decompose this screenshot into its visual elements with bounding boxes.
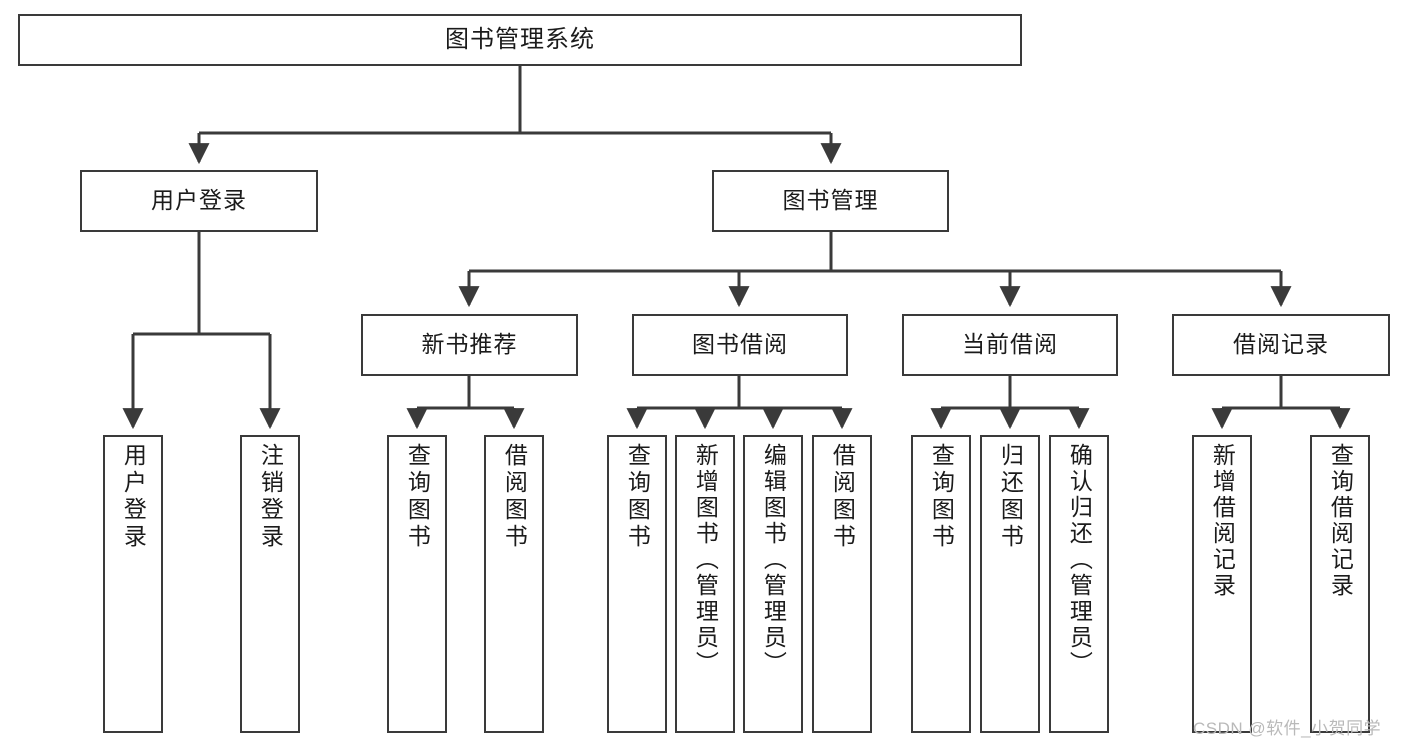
node-label: 查询图书	[624, 443, 651, 551]
leaf-record-add-record[interactable]: 新增借阅记录	[1192, 435, 1252, 733]
leaf-current-query-book[interactable]: 查询图书	[911, 435, 971, 733]
leaf-borrow-add-book-admin[interactable]: 新增图书（管理员）	[675, 435, 735, 733]
node-label: 新书推荐	[421, 331, 518, 358]
leaf-user-login-signin[interactable]: 用户登录	[103, 435, 163, 733]
node-book-borrow[interactable]: 图书借阅	[632, 314, 848, 376]
leaf-record-query-record[interactable]: 查询借阅记录	[1310, 435, 1370, 733]
node-label: 归还图书	[997, 443, 1024, 551]
node-label: 借阅图书	[501, 443, 528, 551]
leaf-borrow-edit-book-admin[interactable]: 编辑图书（管理员）	[743, 435, 803, 733]
node-label: 借阅记录	[1233, 331, 1329, 358]
node-label: 图书借阅	[692, 331, 788, 358]
node-root-system[interactable]: 图书管理系统	[18, 14, 1022, 66]
node-current-borrow[interactable]: 当前借阅	[902, 314, 1118, 376]
node-label: 确认归还（管理员）	[1066, 443, 1093, 677]
leaf-recommend-borrow-book[interactable]: 借阅图书	[484, 435, 544, 733]
node-label: 图书管理	[782, 187, 879, 214]
leaf-current-confirm-return-admin[interactable]: 确认归还（管理员）	[1049, 435, 1109, 733]
node-book-management[interactable]: 图书管理	[712, 170, 949, 232]
node-label: 用户登录	[151, 187, 247, 214]
node-label: 查询图书	[404, 443, 431, 551]
node-label: 图书管理系统	[445, 25, 595, 53]
node-label: 查询图书	[928, 443, 955, 551]
node-label: 查询借阅记录	[1327, 443, 1354, 599]
node-label: 当前借阅	[962, 331, 1058, 358]
node-label: 借阅图书	[829, 443, 856, 551]
node-borrow-record[interactable]: 借阅记录	[1172, 314, 1390, 376]
leaf-borrow-borrow-book[interactable]: 借阅图书	[812, 435, 872, 733]
node-label: 编辑图书（管理员）	[760, 443, 787, 677]
leaf-recommend-query-book[interactable]: 查询图书	[387, 435, 447, 733]
node-user-login[interactable]: 用户登录	[80, 170, 318, 232]
node-label: 用户登录	[120, 443, 147, 551]
node-label: 新增图书（管理员）	[692, 443, 719, 677]
leaf-borrow-query-book[interactable]: 查询图书	[607, 435, 667, 733]
node-new-book-recommend[interactable]: 新书推荐	[361, 314, 578, 376]
node-label: 新增借阅记录	[1209, 443, 1236, 599]
leaf-current-return-book[interactable]: 归还图书	[980, 435, 1040, 733]
leaf-user-login-logout[interactable]: 注销登录	[240, 435, 300, 733]
node-label: 注销登录	[257, 443, 284, 551]
watermark: CSDN @软件_小贺同学	[1193, 719, 1382, 738]
